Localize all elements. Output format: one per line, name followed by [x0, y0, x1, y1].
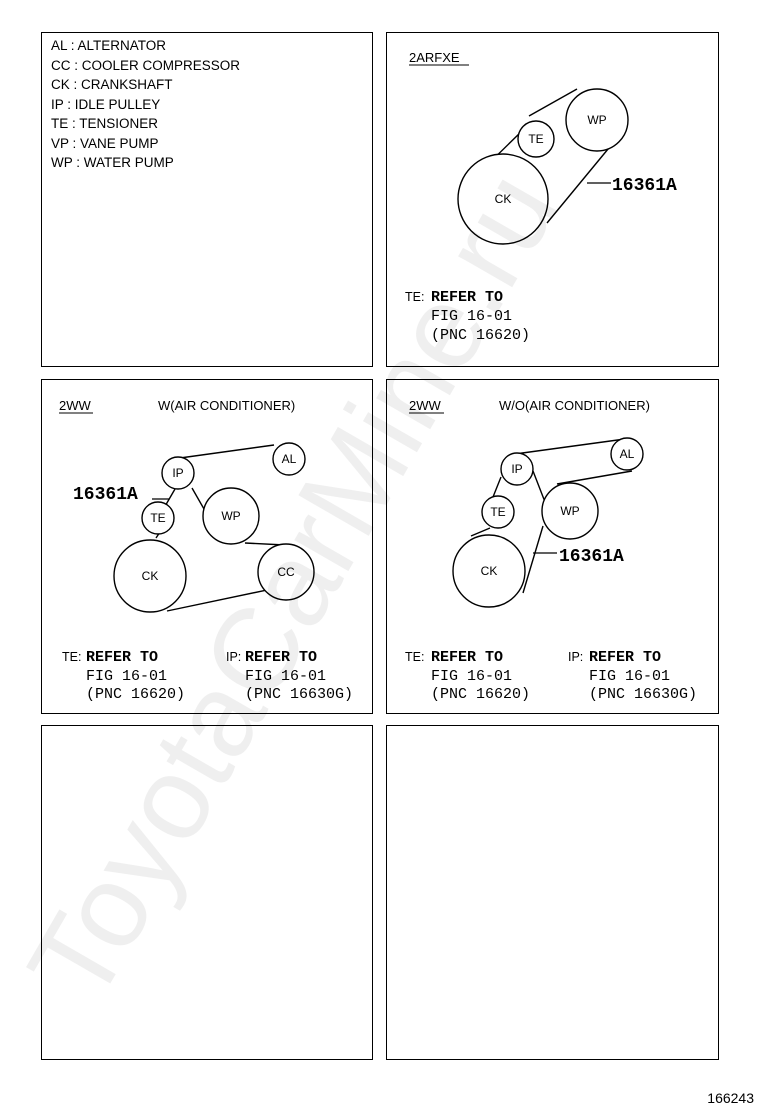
belt-diagram-2ww-without-ac: 2WW W/O(AIR CONDITIONER) IP AL TE WP CK …: [405, 398, 697, 703]
ref-ip-fig[interactable]: FIG 16-01: [245, 668, 326, 685]
label-ck: CK: [481, 564, 498, 578]
legend-item-vp: VP : VANE PUMP: [51, 135, 159, 151]
pulley-ck: [452, 534, 526, 608]
part-number-16361a[interactable]: 16361A: [612, 176, 677, 196]
ref-prefix-te: TE:: [405, 650, 424, 664]
pulley-cc: [257, 543, 315, 601]
label-ck: CK: [142, 569, 159, 583]
ref-prefix-ip: IP:: [226, 650, 241, 664]
pulley-te: [481, 495, 515, 529]
legend-item-al: AL : ALTERNATOR: [51, 38, 167, 53]
pulley-wp: [565, 88, 629, 152]
condition-label: W(AIR CONDITIONER): [158, 398, 295, 413]
ref-ip-fig[interactable]: FIG 16-01: [589, 668, 670, 685]
ref-ip-pnc[interactable]: (PNC 16630G): [589, 686, 697, 703]
ref-pnc[interactable]: (PNC 16620): [431, 327, 530, 344]
part-number-16361a[interactable]: 16361A: [559, 547, 624, 567]
ref-ip-refer-to[interactable]: REFER TO: [589, 649, 661, 666]
ref-te-pnc[interactable]: (PNC 16620): [86, 686, 185, 703]
ref-te-pnc[interactable]: (PNC 16620): [431, 686, 530, 703]
label-te: TE: [150, 511, 165, 525]
ref-ip-refer-to[interactable]: REFER TO: [245, 649, 317, 666]
empty-panel-left: [41, 725, 373, 1060]
label-wp: WP: [221, 509, 240, 523]
panel-2arfxe: 2ARFXE WP TE CK 16361A TE: REFER TO FIG …: [386, 32, 719, 367]
label-ip: IP: [511, 462, 522, 476]
pulley-ip: [161, 456, 195, 490]
label-ck: CK: [495, 192, 512, 206]
pulley-ip: [500, 452, 534, 486]
ref-prefix-ip: IP:: [568, 650, 583, 664]
ref-fig[interactable]: FIG 16-01: [431, 308, 512, 325]
ref-te-fig[interactable]: FIG 16-01: [431, 668, 512, 685]
panel-2ww-with-ac: 2WW W(AIR CONDITIONER) IP AL TE WP CK CC…: [41, 379, 373, 714]
label-te: TE: [490, 505, 505, 519]
empty-panel-right: [386, 725, 719, 1060]
label-al: AL: [282, 452, 297, 466]
pulley-ck: [113, 539, 187, 613]
ref-te-refer-to[interactable]: REFER TO: [431, 649, 503, 666]
legend-item-cc: CC : COOLER COMPRESSOR: [51, 57, 241, 73]
pulley-ck: [457, 153, 549, 245]
ref-prefix-te: TE:: [405, 290, 424, 304]
legend-item-te: TE : TENSIONER: [51, 116, 159, 131]
label-wp: WP: [587, 113, 606, 127]
condition-label: W/O(AIR CONDITIONER): [499, 398, 650, 413]
label-al: AL: [620, 447, 635, 461]
ref-te-refer-to[interactable]: REFER TO: [86, 649, 158, 666]
legend-item-wp: WP : WATER PUMP: [51, 155, 174, 170]
label-wp: WP: [560, 504, 579, 518]
part-number-16361a[interactable]: 16361A: [73, 485, 138, 505]
pulley-te: [141, 501, 175, 535]
label-cc: CC: [277, 565, 295, 579]
engine-code: 2WW: [409, 398, 442, 413]
abbreviation-legend: AL : ALTERNATOR CC : COOLER COMPRESSOR C…: [51, 36, 240, 173]
pulley-al: [272, 442, 306, 476]
pulley-wp: [202, 487, 260, 545]
legend-item-ck: CK : CRANKSHAFT: [51, 77, 173, 92]
drive-belt: [470, 438, 633, 594]
page-number: 166243: [707, 1090, 754, 1106]
belt-diagram-2ww-with-ac: 2WW W(AIR CONDITIONER) IP AL TE WP CK CC…: [59, 398, 353, 703]
belt-diagram-2arfxe: 2ARFXE WP TE CK 16361A TE: REFER TO FIG …: [405, 50, 677, 344]
pulley-wp: [541, 482, 599, 540]
engine-code: 2WW: [59, 398, 92, 413]
ref-refer-to[interactable]: REFER TO: [431, 289, 503, 306]
label-ip: IP: [172, 466, 183, 480]
legend-panel: AL : ALTERNATOR CC : COOLER COMPRESSOR C…: [41, 32, 373, 367]
ref-te-fig[interactable]: FIG 16-01: [86, 668, 167, 685]
ref-ip-pnc[interactable]: (PNC 16630G): [245, 686, 353, 703]
legend-item-ip: IP : IDLE PULLEY: [51, 96, 161, 112]
pulley-al: [610, 437, 644, 471]
label-te: TE: [528, 132, 543, 146]
pulley-te: [517, 120, 555, 158]
panel-2ww-without-ac: 2WW W/O(AIR CONDITIONER) IP AL TE WP CK …: [386, 379, 719, 714]
engine-code: 2ARFXE: [409, 50, 460, 65]
ref-prefix-te: TE:: [62, 650, 81, 664]
